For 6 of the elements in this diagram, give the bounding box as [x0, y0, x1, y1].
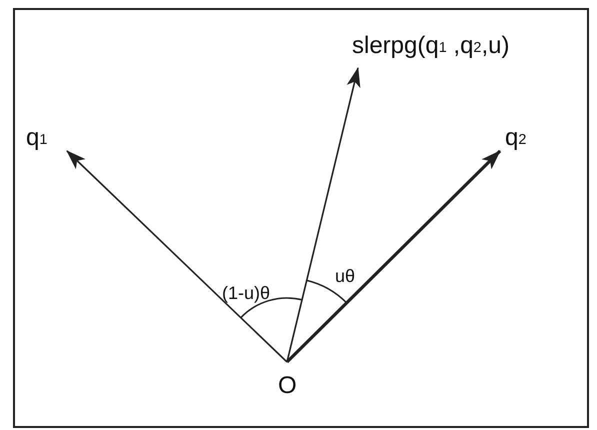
angle-label: uθ [335, 267, 356, 285]
angle-label: (1-u)θ [222, 284, 270, 302]
arrow [286, 67, 360, 362]
arrow [66, 150, 288, 363]
vector-label: O [278, 374, 297, 398]
arrow [286, 150, 502, 364]
